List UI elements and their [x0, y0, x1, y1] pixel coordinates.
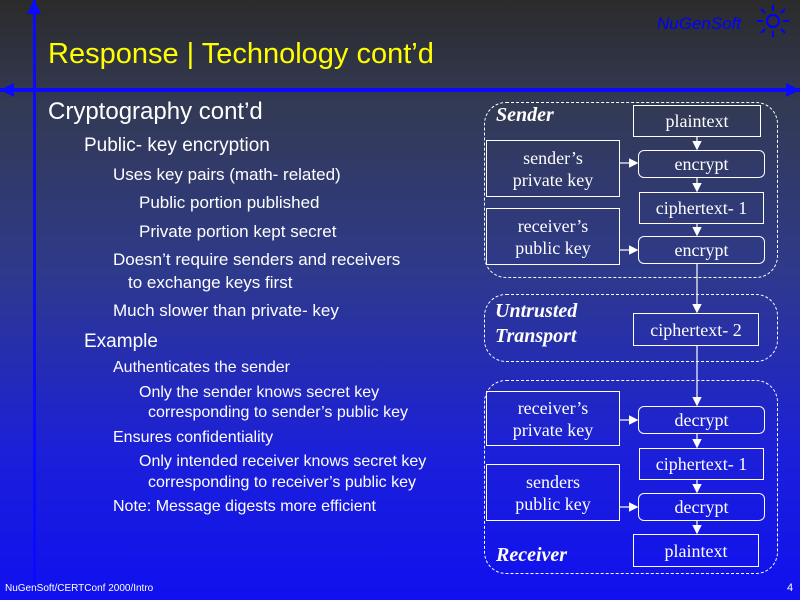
senders-private-key-line2: private key: [512, 169, 594, 190]
transport-label-1: Untrusted: [495, 300, 578, 322]
bullet-authenticates: Authenticates the sender: [113, 359, 291, 376]
decrypt-box-2: decrypt: [638, 493, 765, 521]
vertical-axis-line: [33, 0, 36, 590]
senders-public-key-line1: senders: [526, 471, 580, 492]
bullet-only-sender: Only the sender knows secret key: [139, 384, 380, 401]
receiver-group: [484, 380, 778, 574]
footer-source: NuGenSoft/CERTConf 2000/Intro: [5, 583, 154, 594]
bullet-only-receiver: Only intended receiver knows secret key: [139, 453, 427, 470]
horizontal-rule: [0, 88, 800, 92]
bullet-note: Note: Message digests more efficient: [113, 498, 376, 515]
receivers-private-key-line2: private key: [512, 419, 594, 440]
bullet-example: Example: [84, 331, 158, 352]
receivers-private-key-box: receiver’s private key: [486, 391, 620, 446]
receivers-private-key-line1: receiver’s: [517, 397, 589, 418]
senders-public-key-box: senders public key: [486, 464, 620, 521]
sun-icon: [757, 5, 789, 37]
logo-text: NuGenSoft: [657, 14, 742, 33]
bullet-cryptography: Cryptography cont’d: [48, 98, 263, 125]
encrypt-box-2: encrypt: [638, 236, 765, 264]
receivers-public-key-line2: public key: [515, 237, 591, 258]
encrypt-box-1: encrypt: [638, 150, 765, 178]
bullet-no-exchange: Doesn’t require senders and receivers: [113, 250, 401, 269]
up-arrow-icon: [27, 0, 41, 14]
ciphertext2-box: ciphertext- 2: [633, 313, 759, 346]
bullet-private-portion: Private portion kept secret: [139, 222, 337, 241]
receiver-label: Receiver: [496, 544, 568, 566]
transport-label-2: Transport: [495, 325, 577, 347]
bullet-only-receiver-cont: corresponding to receiver’s public key: [148, 474, 416, 491]
bullet-public-portion: Public portion published: [139, 193, 320, 212]
senders-public-key-line2: public key: [515, 493, 591, 514]
senders-private-key-box: sender’s private key: [486, 140, 620, 197]
sender-label: Sender: [496, 104, 554, 126]
bullet-much-slower: Much slower than private- key: [113, 301, 339, 320]
senders-private-key-line1: sender’s: [523, 147, 583, 168]
receivers-public-key-line1: receiver’s: [517, 215, 589, 236]
bullet-no-exchange-cont: to exchange keys first: [128, 273, 293, 292]
decrypt-box-1: decrypt: [638, 406, 765, 434]
left-arrow-icon: [0, 83, 14, 97]
bullet-public-key-encryption: Public- key encryption: [84, 135, 270, 156]
slide-title: Response | Technology cont’d: [48, 38, 434, 70]
ciphertext1-box-top: ciphertext- 1: [639, 192, 764, 224]
plaintext-box-bottom: plaintext: [633, 534, 759, 567]
ciphertext1-box-bottom: ciphertext- 1: [639, 448, 764, 480]
bullet-only-sender-cont: corresponding to sender’s public key: [148, 404, 409, 421]
plaintext-box-top: plaintext: [633, 105, 761, 137]
sender-group: [484, 102, 778, 278]
receivers-public-key-box: receiver’s public key: [486, 208, 620, 265]
page-number: 4: [787, 582, 794, 594]
transport-group: [484, 294, 778, 362]
right-arrow-icon: [786, 83, 800, 97]
bullet-key-pairs: Uses key pairs (math- related): [113, 165, 341, 184]
bullet-confidentiality: Ensures confidentiality: [113, 429, 274, 446]
